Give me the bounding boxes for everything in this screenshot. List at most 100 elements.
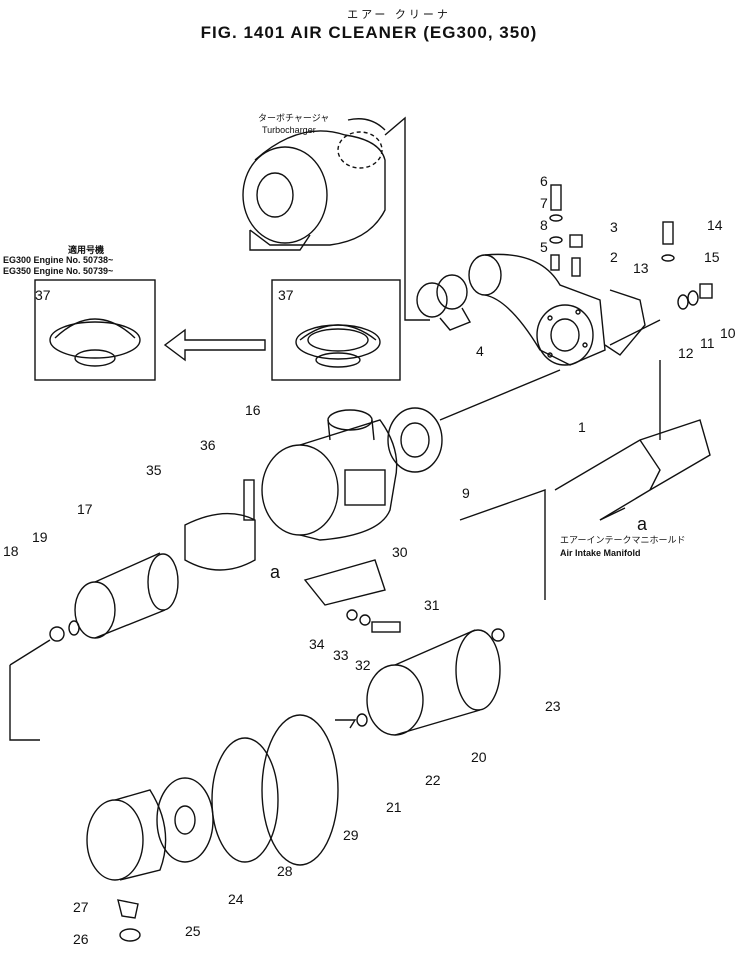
- bolt-14: [662, 221, 674, 245]
- part-label: 19: [32, 529, 48, 545]
- gasket-9: [387, 407, 443, 473]
- part-label: 21: [386, 799, 402, 815]
- washer-12: [677, 294, 689, 310]
- part-label: 37: [278, 287, 294, 303]
- turbocharger-drawing: [242, 118, 386, 251]
- title-block: エアー クリーナ FIG. 1401 AIR CLEANER (EG300, 3…: [0, 6, 738, 43]
- part-label: 20: [471, 749, 487, 765]
- part-label: 24: [228, 891, 244, 907]
- part-label: 17: [77, 501, 93, 517]
- arrow-left-icon: [163, 328, 266, 362]
- washer-33: [359, 614, 371, 626]
- part-label: 3: [610, 219, 618, 235]
- turbo-jp-note: ターボチャージャ: [258, 113, 329, 123]
- part-label: 5: [540, 239, 548, 255]
- leader-left-group: [9, 639, 51, 741]
- part-label: 28: [277, 863, 293, 879]
- part-label: 32: [355, 657, 371, 673]
- washer-34: [346, 609, 358, 621]
- part-label: 1: [578, 419, 586, 435]
- part-label: 37: [35, 287, 51, 303]
- manifold-jp-note: エアーインテークマニホールド: [560, 535, 685, 545]
- part-label: 16: [245, 402, 261, 418]
- title-japanese: エアー クリーナ: [347, 8, 451, 21]
- cap-37-left: [49, 318, 141, 367]
- leader-23-group: [459, 489, 546, 600]
- leader-4: [439, 307, 472, 331]
- o-ring-4b: [436, 274, 468, 310]
- nut-10: [699, 283, 713, 299]
- eg350-note: EG350 Engine No. 50739~: [3, 266, 113, 276]
- bolt-36: [243, 479, 255, 521]
- part-label: 30: [392, 544, 408, 560]
- part-label: 35: [146, 462, 162, 478]
- air-cleaner-body-16: [261, 409, 398, 541]
- washer-11: [687, 290, 699, 306]
- manifold-en-note: Air Intake Manifold: [560, 548, 641, 558]
- part-label: 31: [424, 597, 440, 613]
- part-label: 8: [540, 217, 548, 233]
- bolt-6: [550, 184, 562, 211]
- part-label: 33: [333, 647, 349, 663]
- bracket-13-line: [609, 319, 661, 346]
- figure-title: FIG. 1401 AIR CLEANER (EG300, 350): [200, 23, 538, 42]
- washer-22: [356, 713, 368, 727]
- label-31: [303, 559, 386, 606]
- clip-27: [117, 899, 139, 919]
- safety-element-17: [74, 552, 179, 639]
- nut-18: [49, 626, 65, 642]
- ref-a-label: a: [270, 562, 281, 582]
- applicable-jp-note: 適用号機: [68, 244, 104, 255]
- inset-box-left: [34, 279, 156, 381]
- part-label: 11: [700, 335, 715, 351]
- part-label: 23: [545, 698, 561, 714]
- cover-25: [86, 789, 167, 881]
- part-label: 6: [540, 173, 548, 189]
- inset-box-right: [271, 279, 401, 381]
- valve-26: [119, 928, 141, 942]
- part-label: 12: [678, 345, 694, 361]
- part-label: 9: [462, 485, 470, 501]
- part-label: 27: [73, 899, 89, 915]
- elbow-pipe-1: [468, 253, 606, 366]
- cap-37-right: [295, 324, 381, 368]
- part-label: 10: [720, 325, 736, 341]
- air-intake-manifold: [554, 419, 711, 521]
- plug-3: [569, 234, 583, 248]
- turbo-en-note: Turbocharger: [262, 125, 316, 135]
- part-label: 14: [707, 217, 723, 233]
- part-label: 7: [540, 195, 548, 211]
- washer-7: [549, 214, 563, 222]
- leader-9: [439, 369, 561, 421]
- part-label: 22: [425, 772, 441, 788]
- cover-disc-24: [156, 777, 214, 863]
- wing-bolt-21: [335, 719, 357, 729]
- o-ring-4a: [416, 282, 448, 318]
- clamp-ring-29: [261, 714, 339, 866]
- part-label: 26: [73, 931, 89, 947]
- part-label: 4: [476, 343, 484, 359]
- turbo-leader-line: [384, 116, 430, 321]
- part-label: 25: [185, 923, 201, 939]
- washer-15: [661, 254, 675, 262]
- ref-a-manifold: a: [637, 514, 648, 534]
- part-label: 29: [343, 827, 359, 843]
- eg300-note: EG300 Engine No. 50738~: [3, 255, 113, 265]
- part-label: 13: [633, 260, 649, 276]
- washer-8: [549, 236, 563, 244]
- bracket-13: [604, 289, 646, 356]
- part-label: 36: [200, 437, 216, 453]
- washer-23: [491, 628, 505, 642]
- part-label: 2: [610, 249, 618, 265]
- o-ring-28: [211, 737, 279, 863]
- part-label: 34: [309, 636, 325, 652]
- pin-5: [550, 254, 560, 271]
- part-label: 18: [3, 543, 19, 559]
- main-element-20: [366, 629, 501, 736]
- band-35: [184, 512, 256, 571]
- washer-19: [68, 620, 80, 636]
- bolt-32: [371, 621, 401, 633]
- part-label: 15: [704, 249, 720, 265]
- nipple-2: [571, 257, 581, 277]
